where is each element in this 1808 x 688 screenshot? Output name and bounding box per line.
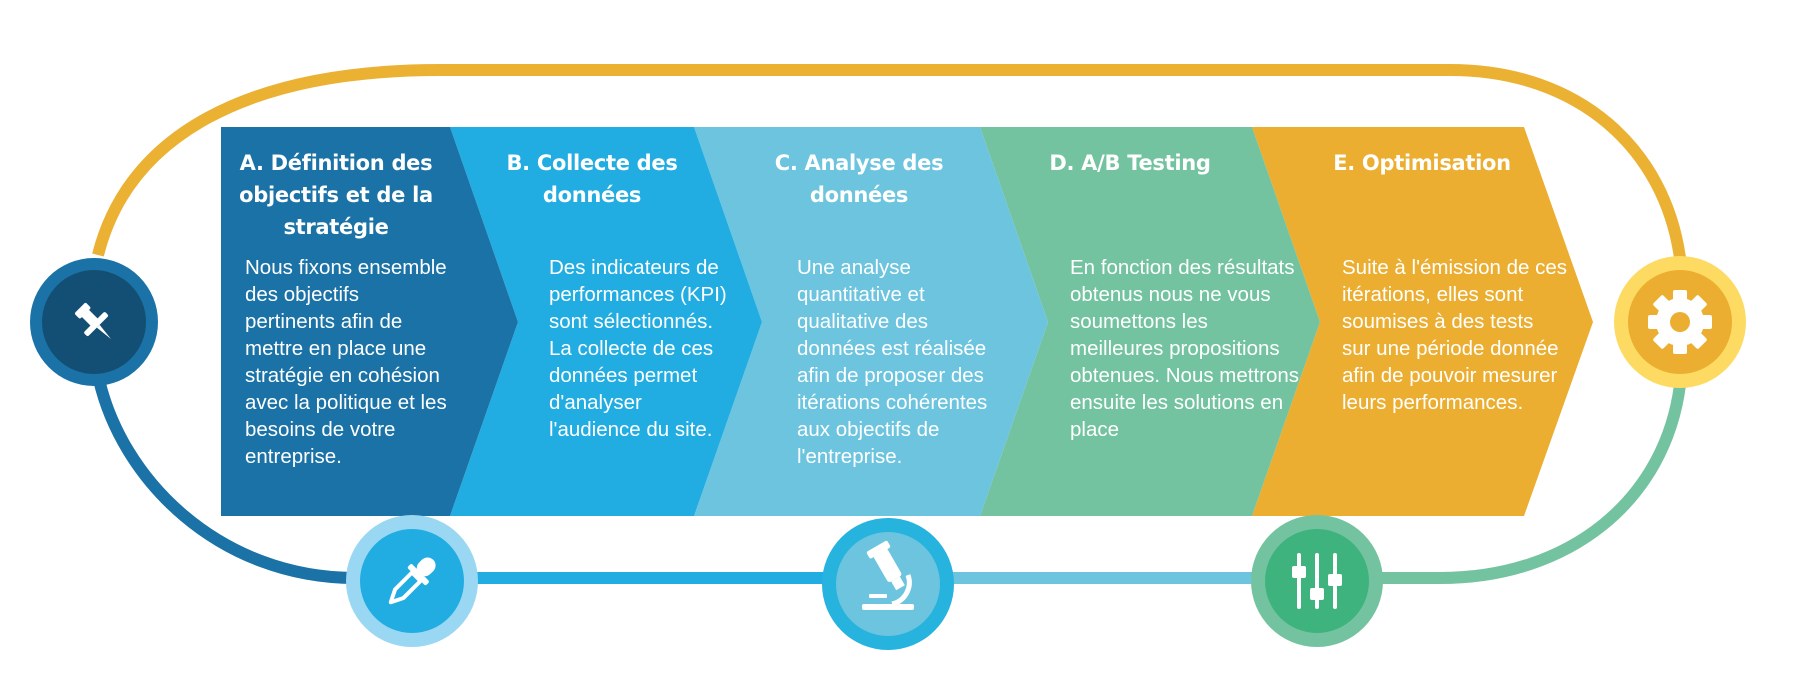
step-d: D. A/B Testing En fonction des résultats…: [980, 0, 1320, 688]
step-b-body: Des indicateurs de performances (KPI) so…: [549, 256, 727, 441]
band-d: [980, 127, 1320, 516]
node-eyedropper: [346, 515, 478, 647]
step-a: A. Définition des objectifs et de la str…: [221, 0, 451, 688]
node-equalizer: [1251, 515, 1383, 647]
step-d-title: D. A/B Testing: [1049, 151, 1211, 175]
equalizer-icon: [1292, 553, 1342, 609]
step-d-body: En fonction des résultats obtenus nous n…: [1070, 256, 1300, 441]
band-b: [450, 127, 762, 516]
step-e-title: E. Optimisation: [1333, 151, 1511, 175]
step-a-body: Nous fixons ensemble des objectifs perti…: [245, 256, 447, 468]
step-e-body: Suite à l'émission de ces itérations, el…: [1342, 256, 1567, 414]
step-c: C. Analyse des données Une analyse quant…: [694, 0, 1048, 688]
band-c: [694, 127, 1048, 516]
band-a: [221, 127, 518, 516]
loop-left-segment: [92, 373, 415, 584]
step-c-body: Une analyse quantitative et qualitative …: [797, 256, 988, 468]
step-b-title: B. Collecte des données: [506, 151, 678, 207]
microscope-icon: [862, 540, 914, 610]
loop-top-segment: [92, 64, 1686, 259]
node-microscope: [822, 518, 954, 650]
step-c-title: C. Analyse des données: [774, 151, 944, 207]
loop-right-segment: [1310, 384, 1686, 584]
node-pushpin: [30, 258, 158, 386]
pushpin-icon: [75, 303, 111, 339]
eyedropper-icon: [388, 557, 436, 605]
gear-icon: [1648, 290, 1712, 354]
node-gear: [1614, 256, 1746, 388]
step-b: B. Collecte des données Des indicateurs …: [450, 0, 762, 688]
step-e: E. Optimisation Suite à l'émission de ce…: [1252, 0, 1593, 688]
step-a-title: A. Définition des objectifs et de la str…: [239, 151, 433, 239]
band-e: [1252, 127, 1593, 516]
